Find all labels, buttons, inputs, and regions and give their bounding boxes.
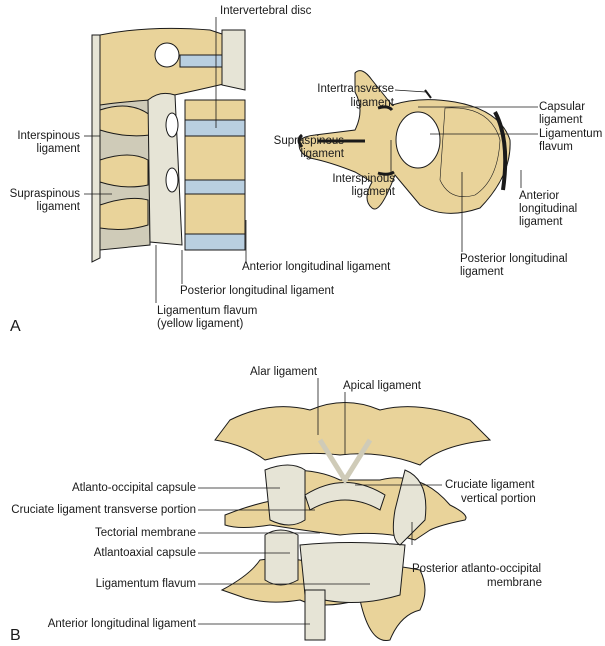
label-anterior-longitudinal-b: Anterior longitudinal ligament bbox=[47, 618, 196, 630]
label-apical-ligament: Apical ligament bbox=[343, 380, 421, 392]
anterior-longitudinal-strip bbox=[221, 29, 246, 91]
label-lig-flavum-line2: flavum bbox=[539, 141, 573, 153]
label-interspinous-ligament-line2: ligament bbox=[36, 143, 80, 155]
intervertebral-disc bbox=[184, 179, 246, 195]
vertebral-foramen bbox=[395, 111, 441, 169]
label-atlantoaxial-capsule: Atlantoaxial capsule bbox=[93, 547, 196, 559]
body-inner-outline bbox=[439, 107, 501, 197]
label-cruciate-vertical-line1: Cruciate ligament bbox=[445, 479, 535, 491]
intervertebral-disc bbox=[184, 233, 246, 251]
label-cruciate-vertical-line2: vertical portion bbox=[461, 493, 536, 505]
label-intertransverse-line2: ligament bbox=[350, 97, 394, 109]
atlantoaxial-capsule-shape bbox=[264, 529, 299, 586]
ligamentum-flavum-shape bbox=[299, 542, 406, 603]
label-atlanto-occipital-capsule: Atlanto-occipital capsule bbox=[71, 482, 196, 494]
spinous-process bbox=[99, 154, 149, 188]
panel-letter-a: A bbox=[10, 318, 21, 335]
label-interspinous-axial-line1: Interspinous bbox=[332, 173, 395, 185]
vertebral-body bbox=[184, 135, 246, 181]
axial-vertebra-drawing bbox=[297, 70, 538, 252]
foramen bbox=[165, 112, 179, 138]
intertransverse-band bbox=[424, 89, 432, 99]
supraspinous-band bbox=[297, 133, 304, 148]
label-anterior-axial-line2: longitudinal bbox=[519, 203, 578, 215]
vertebral-body bbox=[184, 99, 246, 121]
alar-ligaments bbox=[317, 438, 373, 485]
label-supraspinous-ligament-line1: Supraspinous bbox=[9, 188, 80, 200]
label-posterior-axial-line1: Posterior longitudinal bbox=[460, 253, 568, 265]
label-capsular-line1: Capsular bbox=[539, 101, 586, 113]
label-supraspinous-axial-line2: ligament bbox=[300, 148, 344, 160]
label-supraspinous-ligament-line2: ligament bbox=[36, 201, 80, 213]
panel-letter-b: B bbox=[10, 627, 21, 644]
intervertebral-disc bbox=[184, 119, 246, 137]
label-ligamentum-flavum-line2: (yellow ligament) bbox=[157, 318, 244, 330]
label-anterior-axial-line1: Anterior bbox=[519, 190, 560, 202]
label-posterior-longitudinal-ligament: Posterior longitudinal ligament bbox=[180, 285, 335, 297]
spinous-process bbox=[99, 197, 149, 230]
craniovertebral-drawing bbox=[198, 378, 492, 641]
label-tectorial-membrane: Tectorial membrane bbox=[95, 527, 196, 539]
capsular-band bbox=[377, 105, 394, 112]
label-posterior-atlanto-line2: membrane bbox=[487, 577, 542, 589]
label-intervertebral-disc: Intervertebral disc bbox=[220, 5, 312, 17]
foramen bbox=[165, 167, 179, 193]
cruciate-transverse-shape bbox=[304, 482, 386, 511]
label-anterior-longitudinal-ligament: Anterior longitudinal ligament bbox=[242, 261, 391, 273]
label-alar-ligament: Alar ligament bbox=[250, 366, 318, 378]
label-interspinous-ligament-line1: Interspinous bbox=[17, 130, 80, 142]
cruciate-vertical-shape bbox=[392, 469, 427, 546]
anterior-longitudinal-band bbox=[493, 111, 508, 191]
label-ligamentum-flavum-line1: Ligamentum flavum bbox=[157, 305, 258, 317]
vertebral-body bbox=[184, 193, 246, 235]
supraspinous-ligament-strip bbox=[91, 34, 101, 263]
atlanto-occipital-capsule-shape bbox=[264, 464, 306, 526]
label-posterior-axial-line2: ligament bbox=[460, 266, 504, 278]
upper-disc bbox=[179, 54, 226, 68]
label-supraspinous-axial-line1: Supraspinous bbox=[273, 135, 344, 147]
capsular-band bbox=[377, 170, 395, 176]
label-posterior-atlanto-line1: Posterior atlanto-occipital bbox=[412, 563, 542, 575]
spinous-process bbox=[99, 105, 151, 137]
ligamentum-flavum-band bbox=[147, 92, 183, 246]
sagittal-spine-drawing bbox=[84, 17, 247, 303]
label-ligamentum-flavum: Ligamentum flavum bbox=[95, 578, 196, 590]
label-intertransverse-line1: Intertransverse bbox=[317, 83, 394, 95]
foramen bbox=[154, 42, 180, 68]
anterior-longitudinal-column bbox=[304, 589, 326, 641]
label-cruciate-transverse: Cruciate ligament transverse portion bbox=[11, 504, 196, 516]
label-lig-flavum-line1: Ligamentum bbox=[539, 128, 603, 140]
label-anterior-axial-line3: ligament bbox=[519, 216, 563, 228]
occipital-base bbox=[214, 402, 492, 466]
label-interspinous-axial-line2: ligament bbox=[351, 186, 395, 198]
label-capsular-line2: ligament bbox=[539, 114, 583, 126]
